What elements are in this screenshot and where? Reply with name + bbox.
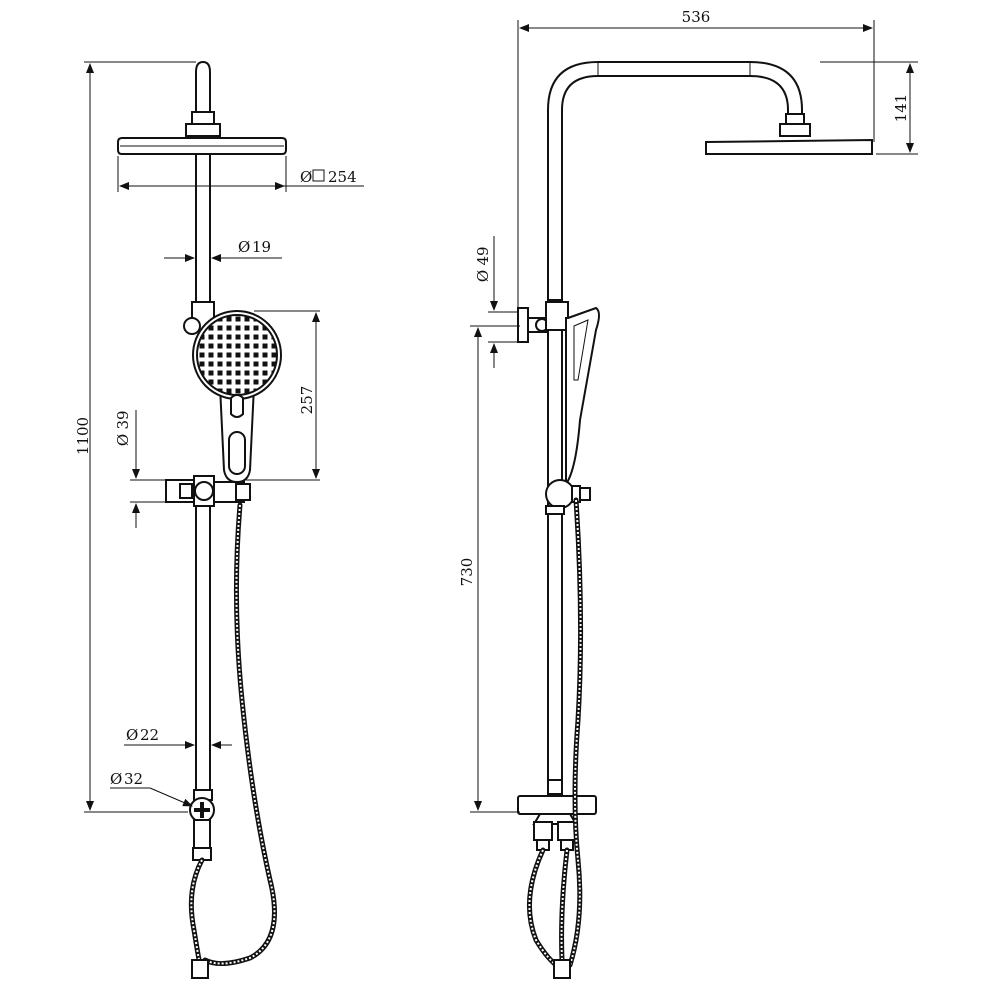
front-view bbox=[84, 60, 364, 979]
dim-symbol-connector-diameter: Ø bbox=[110, 770, 122, 788]
dim-text-handset-length: 257 bbox=[298, 386, 316, 415]
side-head-ball-joint bbox=[779, 123, 811, 137]
front-hand-shower bbox=[192, 310, 282, 484]
side-overhead-shower-head bbox=[705, 138, 873, 155]
dim-symbol-holder-diameter: Ø bbox=[114, 434, 132, 446]
dim-text-valve-height: 730 bbox=[458, 558, 476, 587]
side-slide-holder bbox=[545, 479, 591, 515]
side-wall-bracket bbox=[517, 307, 549, 343]
side-hand-shower bbox=[545, 301, 600, 488]
dim-text-holder-diameter: 39 bbox=[114, 410, 132, 429]
dim-text-head-diameter: 254 bbox=[328, 168, 357, 186]
dim-symbol-side-rail-diameter: Ø bbox=[474, 270, 492, 282]
dim-text-rail-diameter: 19 bbox=[252, 238, 271, 256]
dim-text-total-height: 1100 bbox=[74, 417, 92, 455]
dim-text-lower-rail-diameter: 22 bbox=[140, 726, 159, 744]
side-rail bbox=[547, 299, 563, 801]
front-lower-connector bbox=[189, 789, 215, 861]
dim-text-connector-diameter: 32 bbox=[124, 770, 143, 788]
side-hose bbox=[526, 497, 584, 979]
dim-symbol-lower-rail-diameter: Ø bbox=[126, 726, 138, 744]
dim-text-head-drop: 141 bbox=[892, 94, 910, 123]
side-view bbox=[470, 20, 918, 979]
dim-symbol-rail-diameter: Ø bbox=[238, 238, 250, 256]
front-bracket-knob bbox=[183, 317, 201, 335]
side-valve-body bbox=[517, 779, 597, 851]
front-head-ball-joint bbox=[185, 123, 221, 137]
dim-symbol-head-diameter: Ø bbox=[300, 168, 312, 186]
front-hose bbox=[188, 502, 277, 979]
front-lower-rail bbox=[195, 499, 211, 793]
side-gooseneck-arm bbox=[547, 61, 803, 301]
dim-text-arm-reach: 536 bbox=[682, 8, 711, 26]
dim-text-side-rail-diameter: 49 bbox=[474, 246, 492, 265]
front-upper-rail bbox=[195, 153, 211, 305]
front-top-pipe bbox=[195, 60, 211, 121]
dim-leader-connector bbox=[149, 787, 193, 807]
front-slide-holder bbox=[165, 475, 251, 507]
square-symbol-icon bbox=[312, 169, 325, 182]
